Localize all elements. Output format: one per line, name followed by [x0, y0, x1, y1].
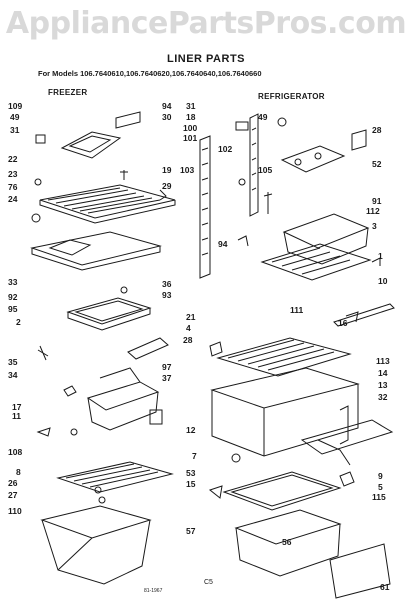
callout-15: 15: [186, 479, 196, 489]
callout-26: 26: [8, 478, 18, 488]
callout-109: 109: [8, 101, 23, 111]
callout-57: 57: [186, 526, 196, 536]
fridge-meat-drawer: [234, 509, 342, 577]
callout-5: 5: [378, 482, 383, 492]
callout-28-top: 28: [372, 125, 382, 135]
models-line: For Models 106.7640610,106.7640620,106.7…: [38, 69, 262, 78]
callout-92: 92: [8, 292, 18, 302]
callout-31-fridge: 31: [186, 101, 196, 111]
callout-11: 11: [12, 411, 21, 421]
fridge-control-panel: [280, 145, 346, 173]
callout-110: 110: [8, 506, 22, 516]
callout-108: 108: [8, 447, 23, 457]
callout-103: 103: [180, 165, 195, 175]
callout-12: 12: [186, 425, 196, 435]
freezer-shelf-support: [30, 231, 162, 271]
callout-102: 102: [218, 144, 233, 154]
fridge-wire-shelf: [216, 337, 352, 377]
callout-97: 97: [162, 362, 172, 372]
callout-13: 13: [378, 380, 388, 390]
freezer-ice-tray: [66, 297, 152, 331]
fridge-glass-cover: [300, 419, 394, 466]
callout-53: 53: [186, 468, 196, 478]
callout-19: 19: [162, 165, 172, 175]
callout-22: 22: [8, 154, 18, 164]
callout-93: 93: [162, 290, 172, 300]
callout-28-mid: 28: [183, 335, 193, 345]
callout-33: 33: [8, 277, 18, 287]
callout-94-fridge: 94: [218, 239, 228, 249]
callout-21: 21: [186, 312, 196, 322]
callout-49-fridge: 49: [258, 112, 268, 122]
freezer-bucket: [40, 505, 152, 585]
callout-101: 101: [183, 133, 198, 143]
callout-61: 61: [380, 582, 390, 592]
callout-14: 14: [378, 368, 388, 378]
callout-30: 30: [162, 112, 172, 122]
callout-34: 34: [8, 370, 18, 380]
callout-17: 17: [12, 402, 22, 412]
doc-number: 81-1967: [144, 588, 163, 594]
callout-23: 23: [8, 169, 18, 179]
callout-49: 49: [10, 112, 20, 122]
callout-94: 94: [162, 101, 172, 111]
callout-56: 56: [282, 537, 292, 547]
refrigerator-heading: REFRIGERATOR: [258, 92, 325, 101]
watermark: AppliancePartsPros.com: [5, 6, 407, 41]
callout-27: 27: [8, 490, 18, 500]
callout-35: 35: [8, 357, 18, 367]
callout-100: 100: [183, 123, 198, 133]
callout-111: 111: [290, 305, 304, 315]
diagram-title: LINER PARTS: [166, 53, 246, 65]
callout-10: 10: [378, 276, 388, 286]
freezer-light-panel: [35, 131, 122, 159]
callout-29: 29: [162, 181, 172, 191]
callout-36: 36: [162, 279, 172, 289]
freezer-top-shelf: [39, 184, 176, 224]
callout-4: 4: [186, 323, 191, 333]
callout-76: 76: [8, 182, 18, 192]
callout-91: 91: [372, 196, 382, 206]
callout-2: 2: [16, 317, 21, 327]
fridge-crisper-drawer: [210, 367, 360, 457]
fridge-glass-shelf-upper: [260, 243, 372, 281]
fridge-small-parts: [208, 117, 381, 499]
fridge-shelf-rails: [199, 113, 259, 279]
freezer-basket: [86, 367, 160, 431]
freezer-small-parts: [31, 111, 167, 504]
freezer-bin-cylinder: [127, 337, 169, 360]
callout-112: 112: [366, 206, 380, 216]
callout-115: 115: [372, 492, 386, 502]
callout-24: 24: [8, 194, 18, 204]
footer-code: C5: [204, 579, 213, 586]
fridge-crisper-bin-top: [282, 213, 370, 265]
callout-8: 8: [16, 467, 21, 477]
freezer-wire-shelf-lower: [56, 461, 174, 493]
fridge-meat-drawer-cover: [222, 471, 342, 511]
fridge-front-panel: [329, 543, 391, 599]
callout-16: 16: [338, 318, 348, 328]
callout-95: 95: [8, 304, 18, 314]
callout-37: 37: [162, 373, 172, 383]
freezer-heading: FREEZER: [48, 88, 88, 97]
callout-52: 52: [372, 159, 382, 169]
callout-113: 113: [376, 356, 390, 366]
fridge-bar: [333, 303, 395, 327]
callout-7: 7: [192, 451, 197, 461]
callout-1: 1: [378, 251, 383, 261]
callout-105: 105: [258, 165, 273, 175]
callout-31: 31: [10, 125, 20, 135]
callout-32: 32: [378, 392, 388, 402]
callout-3: 3: [372, 221, 377, 231]
callout-18: 18: [186, 112, 196, 122]
callout-9: 9: [378, 471, 383, 481]
